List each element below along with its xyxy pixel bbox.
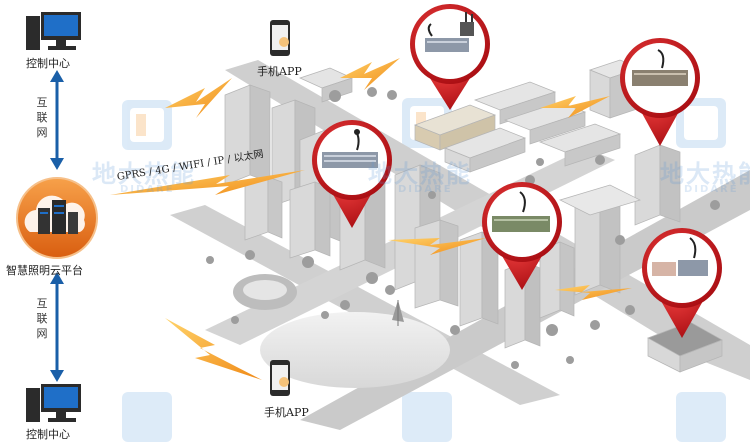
bolt-center [388, 238, 486, 255]
watermark-text: 地大热能 [660, 160, 750, 188]
watermark-latin: DIDARE [684, 184, 739, 195]
internet-label-bottom: 互联网 [36, 297, 48, 340]
phone-icon-top [270, 20, 290, 56]
pin-controller-5 [642, 228, 722, 338]
bolt-network [110, 170, 305, 195]
bolt-top-left [165, 78, 232, 118]
internet-label-top: 互联网 [36, 96, 48, 139]
computer-icon-top [26, 12, 81, 50]
wireless-bolts [110, 58, 632, 380]
watermark-text: 地大热能 [368, 160, 472, 188]
internet-link-arrows [50, 70, 64, 382]
pin-controller-2 [410, 4, 490, 110]
cloud-platform-label: 智慧照明云平台 [6, 264, 83, 277]
mobile-app-label-bottom: 手机APP [264, 406, 309, 419]
bolt-bottom-left [165, 318, 262, 380]
pin-controller-3 [620, 38, 700, 146]
computer-icon-bottom [26, 384, 81, 422]
bolt-lower-right [555, 285, 632, 300]
pin-controller-1 [312, 120, 392, 228]
buildings [224, 59, 723, 373]
control-center-label-top: 控制中心 [26, 57, 70, 70]
phone-icon-bottom [270, 360, 290, 396]
watermark-latin: DIDARE [120, 184, 175, 195]
control-center-label-bottom: 控制中心 [26, 428, 70, 441]
bolt-right-top [540, 96, 610, 118]
cloud-platform-icon [16, 177, 98, 259]
mobile-app-label-top: 手机APP [257, 65, 302, 78]
watermark-text: 地大热能 [92, 160, 196, 188]
pin-controller-4 [482, 182, 562, 290]
watermark-latin: DIDARE [398, 184, 453, 195]
bolt-top-center [340, 58, 400, 90]
